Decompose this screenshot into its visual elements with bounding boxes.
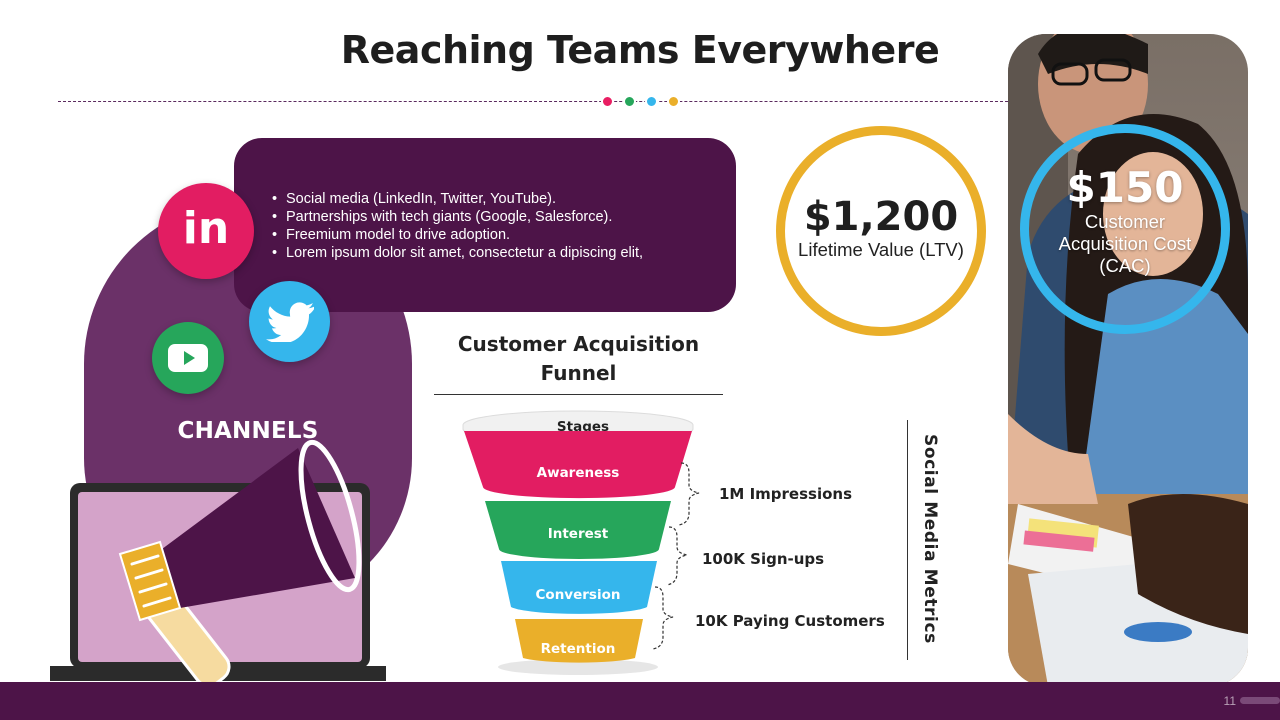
funnel-stage-interest — [485, 501, 671, 559]
social-media-metrics-label: Social Media Metrics — [920, 434, 940, 644]
bullet-item: Freemium model to drive adoption. — [272, 226, 716, 244]
funnel-stage-awareness — [464, 431, 692, 499]
twitter-icon — [249, 281, 330, 362]
funnel-title: Customer Acquisition Funnel — [457, 332, 700, 385]
metrics-side-rule — [907, 420, 908, 660]
dot-yellow — [667, 95, 680, 108]
channels-bullet-list: Social media (LinkedIn, Twitter, YouTube… — [272, 190, 716, 262]
title-dots — [601, 95, 680, 108]
dot-blue — [645, 95, 658, 108]
megaphone-icon — [118, 439, 362, 688]
cac-ring: $150 Customer Acquisition Cost (CAC) — [1020, 124, 1230, 334]
title-divider — [58, 101, 1008, 102]
cac-value: $150 — [1066, 163, 1184, 212]
metric-brace-3 — [652, 586, 674, 650]
ltv-ring: $1,200 Lifetime Value (LTV) — [776, 126, 986, 336]
metric-signups: 100K Sign-ups — [702, 550, 825, 568]
metric-paying-customers: 10K Paying Customers — [695, 612, 885, 630]
funnel-stage-retention — [515, 619, 643, 663]
bullet-item: Social media (LinkedIn, Twitter, YouTube… — [272, 190, 716, 208]
team-photo — [1008, 34, 1248, 686]
funnel-title-underline — [434, 394, 723, 395]
metric-brace-2 — [666, 526, 688, 586]
funnel-stage-label: Interest — [548, 526, 609, 542]
channels-bullets-card: Social media (LinkedIn, Twitter, YouTube… — [234, 138, 736, 312]
ltv-caption: Lifetime Value (LTV) — [798, 239, 964, 260]
cac-caption: Customer Acquisition Cost (CAC) — [1058, 211, 1192, 276]
youtube-icon — [152, 322, 224, 394]
funnel-stage-label: Retention — [541, 641, 616, 657]
bullet-item: Partnerships with tech giants (Google, S… — [272, 208, 716, 226]
page-number: 11 — [1223, 694, 1236, 708]
footer-bar — [0, 682, 1280, 720]
ltv-value: $1,200 — [803, 194, 959, 240]
funnel-stage-label: Awareness — [537, 465, 620, 481]
channels-label: CHANNELS — [177, 418, 319, 444]
bullet-item: Lorem ipsum dolor sit amet, consectetur … — [272, 244, 716, 262]
metric-impressions: 1M Impressions — [719, 485, 853, 503]
dot-green — [623, 95, 636, 108]
team-photo-art — [1008, 34, 1248, 686]
youtube-play-glyph — [168, 344, 208, 372]
funnel-stage-label: Conversion — [536, 587, 621, 603]
acquisition-funnel: Stages Awareness Interest Conversion Ret… — [462, 410, 700, 675]
funnel-stage-conversion — [501, 561, 657, 614]
footer-accent — [1240, 697, 1280, 704]
funnel-shadow — [498, 659, 658, 675]
dot-pink — [601, 95, 614, 108]
megaphone-laptop-illustration — [50, 439, 386, 688]
metric-brace-1 — [678, 462, 700, 526]
linkedin-icon: in — [158, 183, 254, 279]
slide-title: Reaching Teams Everywhere — [340, 28, 940, 72]
twitter-bird-glyph — [265, 301, 314, 342]
linkedin-glyph: in — [182, 203, 230, 254]
